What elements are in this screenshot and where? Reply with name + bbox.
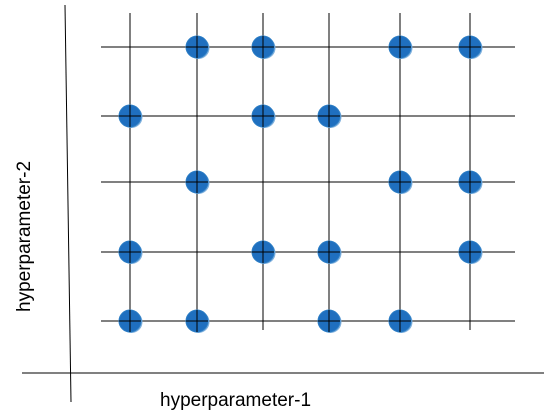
- sample-point: [388, 309, 413, 333]
- sample-point: [251, 104, 276, 128]
- y-axis-label: hyperparameter-2: [14, 160, 35, 312]
- sample-point: [458, 240, 483, 264]
- sample-point: [317, 309, 342, 333]
- sample-point: [185, 35, 210, 59]
- data-points: [118, 35, 483, 333]
- sample-point: [388, 170, 413, 194]
- x-axis-label: hyperparameter-1: [160, 390, 312, 411]
- grid-lines: [101, 13, 515, 330]
- sample-point: [458, 170, 483, 194]
- sample-point: [251, 240, 276, 264]
- sample-point: [118, 240, 143, 264]
- sample-point: [185, 309, 210, 333]
- sample-point: [118, 309, 143, 333]
- sample-point: [317, 240, 342, 264]
- y-axis-line: [64, 4, 72, 403]
- sample-point: [317, 104, 342, 128]
- sample-point: [251, 35, 276, 59]
- sample-point: [458, 35, 483, 59]
- sample-point: [388, 35, 413, 59]
- sample-point: [118, 104, 143, 128]
- sample-point: [185, 170, 210, 194]
